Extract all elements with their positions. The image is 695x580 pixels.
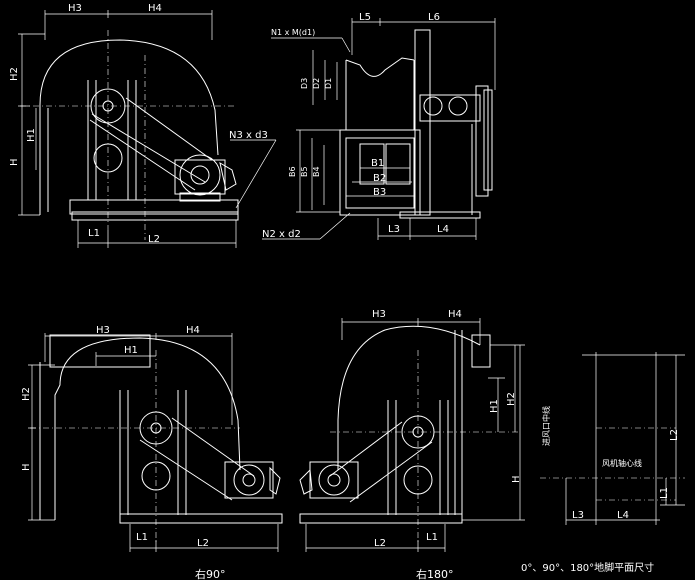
side-D2: D2 xyxy=(312,78,321,89)
plan-L3: L3 xyxy=(572,510,584,521)
r180-L1: L1 xyxy=(426,532,438,543)
r180-H2: H2 xyxy=(506,392,517,406)
r90-H4: H4 xyxy=(186,325,200,336)
front-N2: N2 x d2 xyxy=(262,229,301,240)
front-L2: L2 xyxy=(148,234,160,245)
side-B3: B3 xyxy=(373,187,386,198)
plan-L1: L1 xyxy=(659,487,670,499)
side-B5: B5 xyxy=(300,166,309,177)
r90-L2: L2 xyxy=(197,538,209,549)
plan-inlet-center: 进风口中线 xyxy=(541,406,551,446)
side-view: L5 L6 N1 x M(d1) D3 D2 D1 B6 B5 B4 B1 B2… xyxy=(262,12,496,240)
plan-caption: 0°、90°、180°地脚平面尺寸 xyxy=(521,561,654,574)
front-H3: H3 xyxy=(68,3,82,14)
r90-H: H xyxy=(21,463,32,471)
plan-axis-center: 风机轴心线 xyxy=(602,458,642,468)
side-L6: L6 xyxy=(428,12,440,23)
r90-caption: 右90° xyxy=(195,567,226,580)
plan-view: 进风口中线 风机轴心线 L2 L1 L3 L4 0°、90°、180°地脚平面尺… xyxy=(521,352,685,574)
side-L4: L4 xyxy=(437,224,449,235)
side-B2: B2 xyxy=(373,173,386,184)
r90-L1: L1 xyxy=(136,532,148,543)
r180-H3: H3 xyxy=(372,309,386,320)
front-L1: L1 xyxy=(88,228,100,239)
front-H1: H1 xyxy=(26,128,37,142)
r90-H2: H2 xyxy=(21,387,32,401)
side-B4: B4 xyxy=(312,166,321,177)
front-H: H xyxy=(9,158,20,166)
r180-H4: H4 xyxy=(448,309,462,320)
r90-H3: H3 xyxy=(96,325,110,336)
side-L3: L3 xyxy=(388,224,400,235)
front-H2: H2 xyxy=(9,67,20,81)
front-N3: N3 x d3 xyxy=(229,130,268,141)
r180-L2: L2 xyxy=(374,538,386,549)
r180-H: H xyxy=(511,475,522,483)
plan-L4: L4 xyxy=(617,510,629,521)
side-N1: N1 x M(d1) xyxy=(271,28,315,37)
right90-view: H3 H4 H1 H2 H L1 L2 右90° xyxy=(21,325,283,580)
side-D3: D3 xyxy=(300,78,309,89)
r180-H1: H1 xyxy=(489,399,500,413)
side-B6: B6 xyxy=(288,166,297,177)
right180-view: H3 H4 H1 H2 H L2 L1 右180° xyxy=(299,309,525,580)
r90-H1: H1 xyxy=(124,345,138,356)
front-view: H3 H4 H2 H1 H L1 L2 N3 x d3 xyxy=(9,3,277,248)
side-B1: B1 xyxy=(371,158,384,169)
r180-caption: 右180° xyxy=(416,567,454,580)
side-L5: L5 xyxy=(359,12,371,23)
plan-L2: L2 xyxy=(669,429,680,441)
front-H4: H4 xyxy=(148,3,162,14)
side-D1: D1 xyxy=(324,78,333,89)
